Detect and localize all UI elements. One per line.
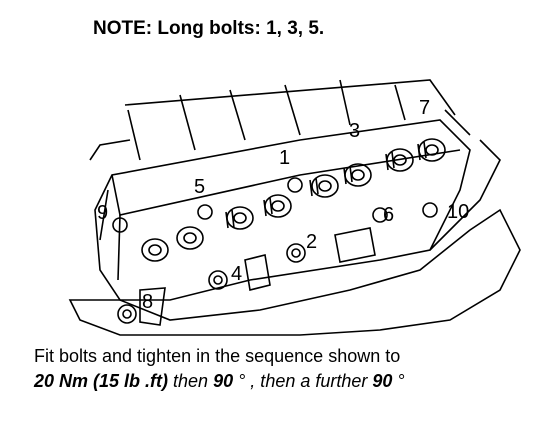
angle-value-1: 90 (213, 371, 234, 391)
caption-then: then (168, 371, 214, 391)
caption-line-1: Fit bolts and tighten in the sequence sh… (34, 346, 401, 366)
bolt-label-9: 9 (97, 202, 108, 224)
caption-line-2: 20 Nm (15 lb .ft) then 90 ° , then a fur… (34, 368, 534, 394)
bolt-number-labels: 1 2 3 4 5 6 7 8 9 10 (97, 97, 469, 313)
angle-value-2: 90 (372, 371, 393, 391)
bolt-label-3: 3 (349, 120, 360, 142)
caption-degree: ° (392, 371, 405, 391)
tightening-instructions: Fit bolts and tighten in the sequence sh… (34, 345, 534, 394)
caption-further: ° , then a further (233, 371, 373, 391)
bolt-label-1: 1 (279, 147, 290, 169)
torque-value: 20 Nm (15 lb .ft) (34, 371, 169, 391)
bolt-label-10: 10 (447, 201, 469, 223)
note-heading: NOTE: Long bolts: 1, 3, 5. (93, 18, 325, 39)
bolt-label-8: 8 (142, 291, 153, 313)
bolt-label-4: 4 (231, 263, 242, 285)
bolt-label-2: 2 (306, 231, 317, 253)
bolt-label-6: 6 (383, 204, 394, 226)
bolt-label-5: 5 (194, 176, 205, 198)
engine-illustration (68, 79, 521, 336)
bolt-label-7: 7 (419, 97, 430, 119)
